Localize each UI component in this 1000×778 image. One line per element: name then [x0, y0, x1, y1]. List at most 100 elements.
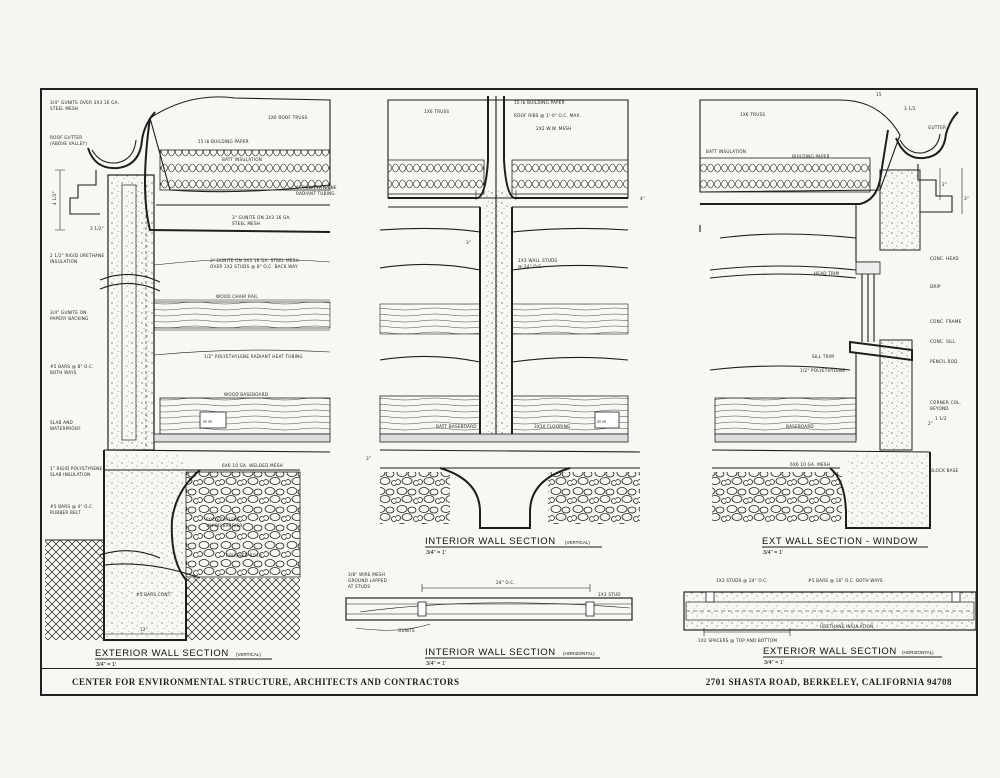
- exterior-wall-section-drawing: ⊟ ⊟ 4 1/2" 3 1/2": [45, 96, 331, 641]
- note: SLAB AND: [50, 420, 73, 425]
- window-wall-section-drawing: 2" 3" 15 3 1/2 2" 1 1/2: [699, 92, 969, 529]
- note: BLOCK BASE: [930, 468, 959, 473]
- exterior-horizontal-scale: 3/4" = 1': [764, 660, 784, 666]
- exterior-vertical-scale: 3/4" = 1': [96, 662, 116, 668]
- note: BASEBOARD: [786, 424, 814, 429]
- note: BOTH WAYS: [50, 370, 77, 375]
- interior-horizontal-notes: 3/8" WIRE MESH GROUND LAPPED AT STUDS 24…: [348, 572, 620, 633]
- note: CONC. HEAD: [930, 256, 959, 261]
- svg-text:15: 15: [876, 92, 882, 97]
- note: 3X10 FLOORING: [534, 424, 571, 429]
- note: 1X6 TRUSS: [424, 109, 449, 114]
- note: 1X6 TRUSS: [740, 112, 765, 117]
- window-section-notes: 1X6 TRUSS GUTTER BATT INSULATION BUILDIN…: [706, 112, 962, 473]
- svg-text:2": 2": [928, 421, 933, 426]
- note: URETHANE INSULATION: [820, 624, 873, 629]
- note: 1X3 WALL STUDS: [518, 258, 557, 263]
- section-titles: EXTERIOR WALL SECTION (VERTICAL) 3/4" = …: [95, 536, 942, 668]
- note: 12": [140, 627, 148, 632]
- note: SLAB INSULATION: [50, 472, 90, 477]
- note: WOOD BASEBOARD: [224, 392, 268, 397]
- svg-text:2": 2": [942, 182, 947, 187]
- note: 3/4" GUNITE ON: [50, 310, 86, 315]
- svg-text:1 1/2: 1 1/2: [935, 416, 947, 421]
- note: PAPERY BACKING: [50, 316, 89, 321]
- note: WOOD CHAIR RAIL: [216, 294, 258, 299]
- exterior-horizontal-subtitle: (HORIZONTAL): [902, 650, 934, 655]
- interior-vertical-scale: 3/4" = 1': [426, 550, 446, 556]
- note: CONC. FRAME: [930, 319, 962, 324]
- interior-horizontal-subtitle: (HORIZONTAL): [563, 651, 595, 656]
- note: 24" O.C.: [496, 580, 515, 585]
- note: 1X3 STUDS @ 24" O.C.: [716, 578, 768, 583]
- note: 1/2" POLYETHYLENE RADIANT HEAT TUBING: [204, 354, 303, 359]
- note: @ 24" O.C.: [518, 264, 543, 269]
- note: RUBBER BELT: [50, 510, 81, 515]
- note: 6" POLYETHYLENE: [296, 185, 337, 190]
- note: 3/4" GUNITE OVER 3X3 16 GA.: [50, 100, 119, 105]
- note: ROOF GUTTER: [50, 135, 82, 140]
- note: STEEL MESH: [50, 106, 78, 111]
- svg-text:3": 3": [964, 196, 969, 201]
- svg-text:3 1/2": 3 1/2": [90, 226, 104, 231]
- svg-text:3": 3": [366, 456, 371, 461]
- note: 3" GUNITE ON 3X3 16 GA.: [232, 215, 291, 220]
- note: 2X2 W.W. MESH: [536, 126, 572, 131]
- interior-horizontal-scale: 3/4" = 1': [426, 661, 446, 667]
- exterior-horizontal-title: EXTERIOR WALL SECTION: [763, 646, 897, 657]
- svg-text:3 1/2: 3 1/2: [904, 106, 916, 111]
- note: #5 BARS CONT.: [136, 592, 171, 597]
- exterior-vertical-title: EXTERIOR WALL SECTION: [95, 648, 229, 659]
- interior-vertical-title: INTERIOR WALL SECTION: [425, 536, 556, 547]
- svg-text:⊟ ⊟: ⊟ ⊟: [203, 419, 212, 424]
- svg-text:4 1/2": 4 1/2": [52, 191, 57, 205]
- title-block-rule: [40, 668, 978, 669]
- note: GROUND LAPPED: [348, 578, 387, 583]
- svg-text:4": 4": [640, 196, 645, 201]
- exterior-horizontal-section-drawing: [683, 591, 977, 636]
- note: PENCIL ROD: [930, 359, 958, 364]
- note: 3/8" WIRE MESH: [348, 572, 385, 577]
- note: POLYETHYLENE: [206, 517, 240, 522]
- note: OVER 1X2 STUDS @ 8" O.C. BACK WAY: [210, 264, 298, 269]
- exterior-horizontal-notes: 1X3 STUDS @ 24" O.C. #5 BARS @ 16" O.C. …: [698, 578, 883, 643]
- exterior-section-notes: 3/4" GUNITE OVER 3X3 16 GA. STEEL MESH R…: [50, 100, 337, 632]
- note: 6X6 10 GA. MESH: [790, 462, 830, 467]
- note: WATERPROOF: [50, 426, 81, 431]
- note: AT STUDS: [348, 584, 370, 589]
- note: #5 BARS @ 16" O.C. BOTH WAYS: [808, 578, 883, 583]
- firm-name: CENTER FOR ENVIRONMENTAL STRUCTURE, ARCH…: [72, 677, 460, 687]
- note: SILL TRIM: [812, 354, 834, 359]
- note: BATT BASEBOARD: [436, 424, 477, 429]
- interior-wall-section-drawing: ⊟ ⊟ 3" 4" 3": [366, 96, 645, 529]
- note: DRIP: [930, 284, 941, 289]
- note: 6X6 10 GA. WELDED MESH: [222, 463, 283, 468]
- note: INSULATION: [50, 259, 77, 264]
- window-section-title: EXT WALL SECTION - WINDOW: [762, 536, 918, 547]
- window-section-scale: 3/4" = 1': [763, 550, 783, 556]
- note: #5 BARS @ 8" O.C.: [50, 364, 94, 369]
- note: 3" GUNITE ON 3X3 16 GA. STEEL MESH: [210, 258, 299, 263]
- note: 15 lb BUILDING PAPER: [198, 139, 249, 144]
- note: 1X6 ROOF TRUSS: [268, 115, 308, 120]
- note: 2 1/2" RIGID URETHANE: [50, 253, 104, 258]
- note: CRUSHED ROCK: [226, 553, 262, 558]
- note: HEAD TRIM: [814, 271, 840, 276]
- note: GUNITE: [398, 628, 415, 633]
- note: #5 BARS @ 4" O.C.: [50, 504, 94, 509]
- note: CONC. SILL: [930, 339, 956, 344]
- note: 15 lb BUILDING PAPER: [514, 100, 565, 105]
- svg-text:⊟ ⊟: ⊟ ⊟: [597, 419, 606, 424]
- note: STEEL MESH: [232, 221, 260, 226]
- note: BUILDING PAPER: [792, 154, 830, 159]
- interior-horizontal-section-drawing: [345, 584, 633, 631]
- note: 1" RIGID POLYSTYRENE: [50, 466, 103, 471]
- svg-text:3": 3": [466, 240, 471, 245]
- firm-address: 2701 SHASTA ROAD, BERKELEY, CALIFORNIA 9…: [705, 677, 952, 687]
- note: (ABOVE VALLEY): [50, 141, 87, 146]
- note: RADIANT TUBING: [296, 191, 335, 196]
- note: CORNER COL.: [930, 400, 961, 405]
- note: BATT INSULATION: [706, 149, 746, 154]
